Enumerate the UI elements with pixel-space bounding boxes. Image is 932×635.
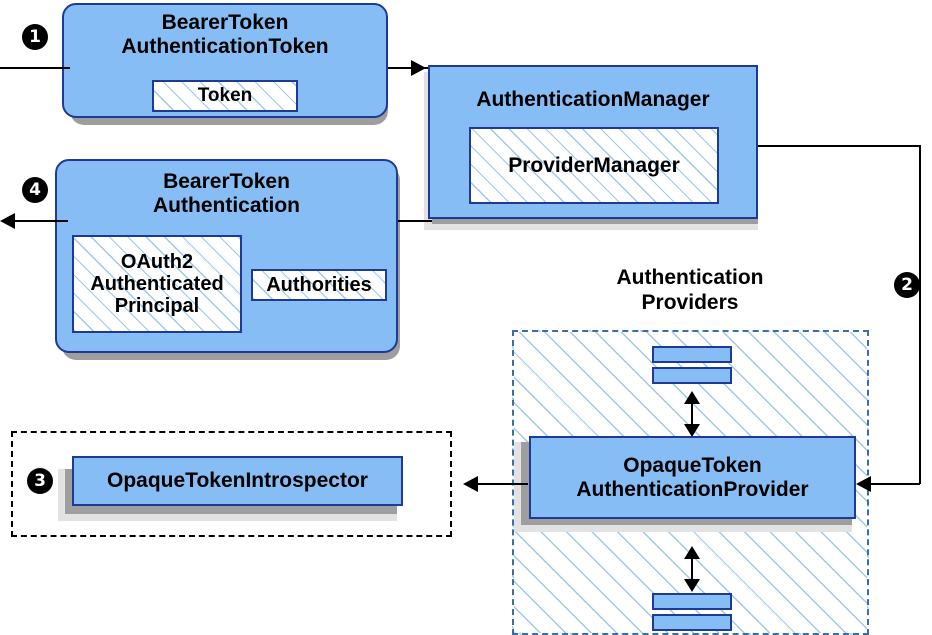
introspector-group [11, 431, 452, 537]
connector-manager-to-provider-v [919, 145, 921, 484]
bearer-token-authentication-title-line1: BearerToken [163, 170, 290, 193]
opaque-token-authentication-provider-title-line1: OpaqueToken [623, 453, 762, 477]
step-bullet-2-label: 2 [901, 274, 913, 295]
connector-provider-to-introspector [478, 483, 528, 485]
connector-request-in [0, 67, 70, 69]
arrowhead-provider-stack-bottom-up [684, 546, 700, 559]
arrowhead-provider-stack-bottom-down [684, 579, 700, 592]
step-bullet-1: 1 [22, 24, 48, 50]
inner-token-label: Token [197, 84, 253, 106]
step-bullet-1-label: 1 [29, 26, 41, 47]
connector-manager-to-provider-h2 [870, 483, 920, 485]
bearer-token-authentication-token-title-line1: BearerToken [161, 11, 289, 34]
connector-manager-to-provider-h1 [758, 145, 920, 147]
provider-stack-bar-bottom-2 [652, 614, 732, 631]
inner-authorities-label: Authorities [266, 274, 372, 296]
node-opaque-token-introspector: OpaqueTokenIntrospector [72, 456, 403, 506]
provider-stack-bar-top-1 [652, 346, 732, 363]
inner-provider-manager-box: ProviderManager [469, 127, 719, 204]
opaque-token-authentication-provider-title-line2: AuthenticationProvider [576, 477, 809, 501]
step-bullet-4: 4 [22, 177, 48, 203]
bearer-token-authentication-title-line2: Authentication [153, 193, 300, 217]
inner-token-box: Token [152, 80, 298, 112]
oauth2-principal-line2: Authenticated [90, 273, 224, 295]
bearer-token-authentication-token-title-line2: AuthenticationToken [121, 34, 329, 58]
arrowhead-provider-stack-top-down [684, 424, 700, 437]
authentication-manager-title: AuthenticationManager [476, 88, 710, 111]
connector-manager-to-authentication [398, 220, 432, 222]
arrowhead-provider-to-introspector [463, 476, 478, 492]
provider-stack-bar-top-2 [652, 367, 732, 384]
connector-provider-stack-top [691, 396, 693, 432]
authentication-providers-caption-line1: Authentication [616, 266, 764, 289]
opaque-token-introspector-title: OpaqueTokenIntrospector [107, 469, 368, 493]
connector-provider-stack-bottom [691, 551, 693, 587]
oauth2-principal-line1: OAuth2 [120, 251, 194, 273]
inner-provider-manager-label: ProviderManager [508, 153, 680, 177]
oauth2-principal-line3: Principal [114, 295, 200, 317]
arrowhead-token-to-manager [411, 60, 426, 76]
authentication-providers-caption: Authentication Providers [560, 266, 820, 316]
arrowhead-authentication-out [0, 213, 15, 229]
provider-stack-bar-bottom-1 [652, 593, 732, 610]
authentication-providers-caption-line2: Providers [641, 290, 739, 314]
node-opaque-token-authentication-provider: OpaqueToken AuthenticationProvider [529, 436, 856, 519]
inner-oauth2-authenticated-principal-box: OAuth2 Authenticated Principal [72, 235, 242, 333]
step-bullet-3: 3 [27, 468, 53, 494]
inner-authorities-box: Authorities [251, 269, 387, 301]
step-bullet-3-label: 3 [34, 470, 46, 491]
step-bullet-4-label: 4 [29, 179, 41, 200]
arrowhead-manager-to-provider [856, 476, 871, 492]
connector-token-to-manager [388, 67, 428, 69]
connector-authentication-out [6, 220, 68, 222]
arrowhead-provider-stack-top-up [684, 391, 700, 404]
step-bullet-2: 2 [894, 272, 920, 298]
